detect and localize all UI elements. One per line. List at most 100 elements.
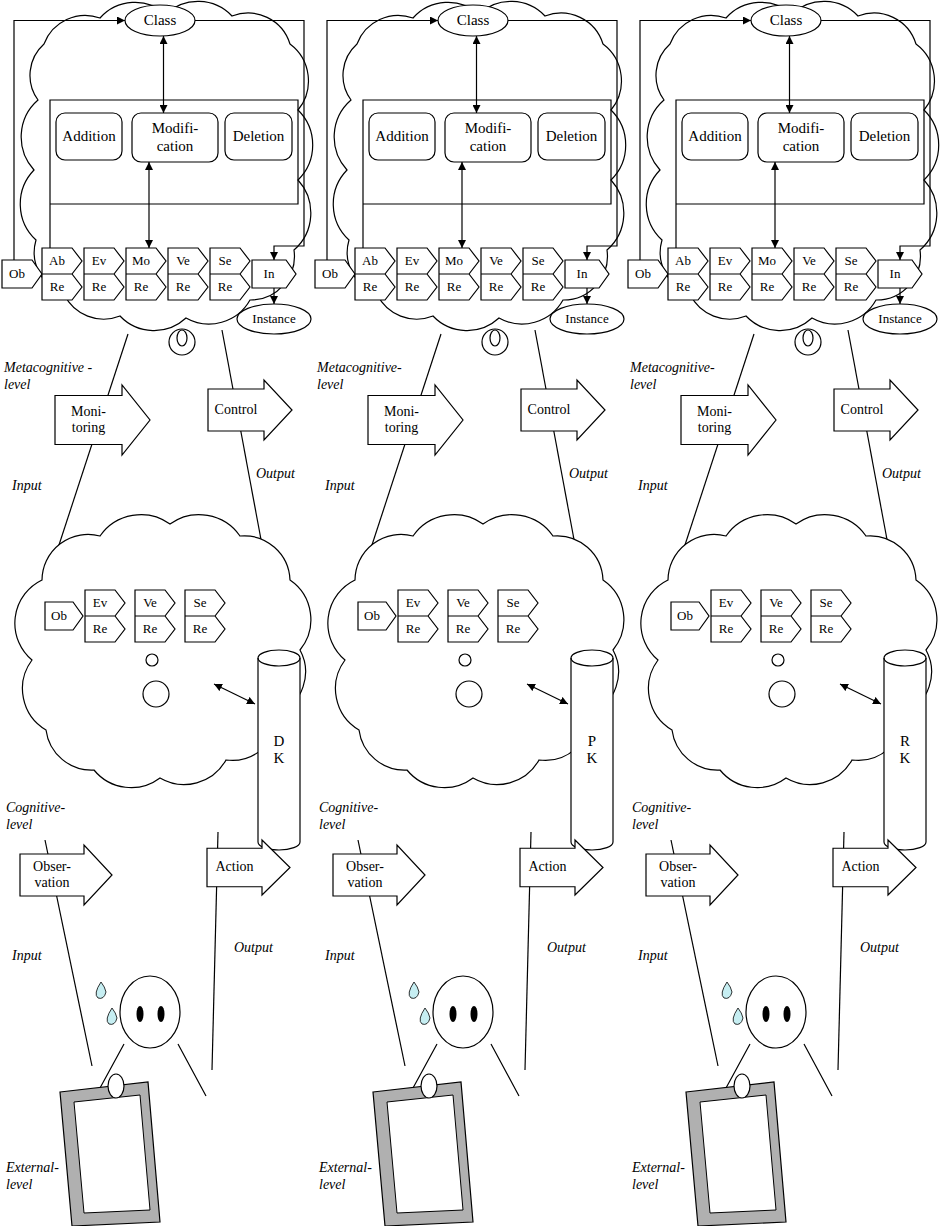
connector-arrow (476, 36, 477, 113)
node-text: Modifi- cation (147, 120, 203, 155)
node-text: Re (363, 280, 377, 295)
text-slot: In (252, 267, 286, 282)
text-slot: Re (355, 274, 385, 300)
block-arrow-path (834, 380, 918, 440)
step-arrow: AbRe (42, 248, 82, 300)
step-arrow-path (210, 248, 250, 300)
step-arrow-path (761, 590, 801, 642)
node-text: Re (193, 622, 207, 637)
node-text: Ob (635, 267, 651, 282)
step-arrow-path (42, 248, 82, 300)
text-slot: Se (185, 590, 215, 616)
block-arrow-path (333, 845, 425, 905)
text-slot: Re (84, 274, 114, 300)
ellipse-node-path (237, 304, 311, 334)
connector-arrow (789, 36, 790, 113)
node-text: Re (92, 280, 106, 295)
level-label-text: Input (12, 478, 42, 495)
node-text: Mo (445, 254, 463, 269)
level-label: Input (325, 948, 355, 965)
block-arrow-path (207, 840, 290, 895)
node-text: Re (93, 622, 107, 637)
text-slot: Re (752, 274, 782, 300)
node-text: Re (676, 280, 690, 295)
process-box-path (851, 113, 918, 160)
node-text: Ev (406, 596, 420, 611)
step-arrow: AbRe (668, 248, 708, 300)
level-label-text: Output (569, 466, 608, 483)
node-text: Ve (176, 254, 190, 269)
level-label-text: Metacognitive- level (630, 360, 730, 394)
process-box: Deletion (851, 113, 918, 160)
node-text: Action (841, 859, 879, 875)
step-arrow-path (135, 590, 175, 642)
ellipse-node-path (751, 5, 821, 36)
node-text: D K (271, 733, 287, 768)
process-box-path (758, 113, 844, 162)
text-slot: Addition (682, 128, 748, 145)
node-text: Ab (49, 254, 65, 269)
level-label-text: External- level (319, 1160, 383, 1194)
block-arrow: Action (833, 840, 916, 895)
node-text: Mo (758, 254, 776, 269)
step-arrow-path (168, 248, 208, 300)
node-text: Re (406, 622, 420, 637)
level-label: Cognitive- level (6, 800, 76, 834)
text-slot: Re (439, 274, 469, 300)
cylinder-rim (884, 658, 926, 666)
step-arrow: MoRe (439, 248, 479, 300)
node-text: Re (456, 622, 470, 637)
node-text: In (890, 267, 901, 282)
connector-arrow (640, 21, 751, 261)
node-text: Addition (62, 128, 115, 145)
block-arrow-path (520, 840, 603, 895)
ellipse-node: Class (751, 5, 821, 36)
text-slot: Instance (863, 312, 937, 327)
block-arrow: Obser- vation (646, 845, 738, 905)
step-arrow: Ob (45, 602, 83, 630)
text-slot: Control (834, 402, 890, 418)
step-arrow-path (878, 260, 922, 288)
node-text: Control (528, 402, 571, 418)
step-arrow: SeRe (811, 590, 851, 642)
step-arrow: VeRe (481, 248, 521, 300)
node-text: Control (841, 402, 884, 418)
text-slot: Se (836, 248, 866, 274)
node-text: Deletion (546, 128, 598, 145)
connector-arrow (148, 162, 149, 248)
connector-arrow (461, 162, 462, 248)
node-text: Ev (92, 254, 106, 269)
step-arrow: VeRe (794, 248, 834, 300)
text-slot: Re (85, 616, 115, 642)
node-text: Moni- toring (378, 404, 426, 436)
text-slot: In (565, 267, 599, 282)
process-box: Deletion (225, 113, 292, 160)
level-label: Output (569, 466, 608, 483)
step-arrow-path (710, 248, 750, 300)
knowledge-cylinder-path (571, 650, 613, 850)
text-slot: Ob (671, 609, 699, 624)
node-text: Re (176, 280, 190, 295)
level-label-text: Metacognitive- level (317, 360, 417, 394)
knowledge-cylinder: D K (258, 650, 300, 850)
level-label: Cognitive- level (319, 800, 389, 834)
text-slot: Ve (448, 590, 478, 616)
text-slot: Moni- toring (368, 404, 435, 436)
text-slot: Addition (56, 128, 122, 145)
step-arrow: AbRe (355, 248, 395, 300)
block-arrow-path (208, 380, 292, 440)
level-label: Cognitive- level (632, 800, 702, 834)
level-label: Metacognitive- level (317, 360, 417, 394)
node-text: Ve (769, 596, 783, 611)
block-arrow-path (646, 845, 738, 905)
node-text: Action (215, 859, 253, 875)
text-slot: Mo (752, 248, 782, 274)
level-label-text: External- level (6, 1160, 70, 1194)
block-arrow: Moni- toring (368, 385, 463, 455)
text-slot: Control (521, 402, 577, 418)
step-arrow: VeRe (135, 590, 175, 642)
text-slot: Re (710, 274, 740, 300)
block-arrow-path (55, 385, 150, 455)
level-label-text: Output (256, 466, 295, 483)
